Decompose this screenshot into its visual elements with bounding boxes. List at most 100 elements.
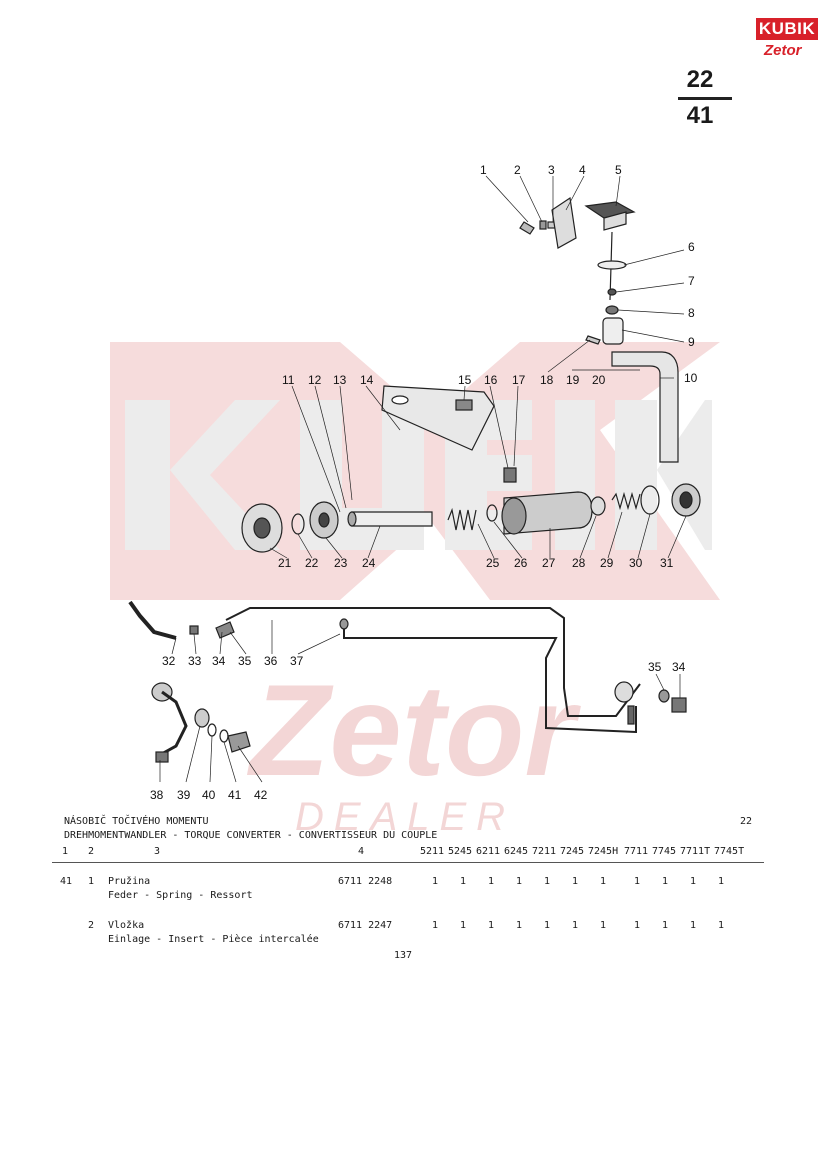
callout-42: 42 xyxy=(254,788,268,800)
exploded-parts-diagram: 1 2 3 4 5 6 7 8 9 10 11 12 13 14 15 16 1… xyxy=(128,163,701,800)
part-spring-25 xyxy=(447,507,477,531)
callout-13: 13 xyxy=(333,373,347,387)
part-piston-28 xyxy=(590,496,606,516)
row-name-cz: Vložka xyxy=(108,920,145,931)
callout-39: 39 xyxy=(177,788,191,800)
logo-kubik-text: KUBIK xyxy=(756,18,818,40)
callout-25: 25 xyxy=(486,556,500,570)
row-part-number: 6711 2248 xyxy=(338,876,393,887)
col-num-4: 4 xyxy=(358,846,365,857)
model-col: 7745T xyxy=(714,846,745,857)
model-col: 5211 xyxy=(420,846,445,857)
callout-21: 21 xyxy=(278,556,292,570)
callout-8: 8 xyxy=(688,306,695,320)
col-num-2: 2 xyxy=(88,846,95,857)
part-pipe-36 xyxy=(225,607,641,717)
table-header-rule xyxy=(52,862,764,863)
callout-12: 12 xyxy=(308,373,322,387)
callout-38: 38 xyxy=(150,788,164,800)
callout-6: 6 xyxy=(688,240,695,254)
model-col: 6211 xyxy=(476,846,501,857)
qty: 1 xyxy=(634,876,641,887)
qty: 1 xyxy=(662,920,669,931)
qty: 1 xyxy=(432,876,439,887)
part-bolt-34b xyxy=(671,697,687,713)
row-position: 2 xyxy=(88,920,95,931)
model-col: 7245H xyxy=(588,846,619,857)
part-link-9 xyxy=(602,317,624,345)
model-col: 7211 xyxy=(532,846,557,857)
part-washer-35b xyxy=(658,689,670,703)
qty: 1 xyxy=(600,876,607,887)
row-part-number: 6711 2247 xyxy=(338,920,393,931)
part-clip-33 xyxy=(189,625,199,635)
qty: 1 xyxy=(662,876,669,887)
model-col: 7245 xyxy=(560,846,585,857)
group-divider xyxy=(678,97,732,100)
column-number-header: 1 2 3 4 xyxy=(62,846,762,858)
callout-1: 1 xyxy=(480,163,487,177)
part-screw-1 xyxy=(519,221,535,235)
callout-18: 18 xyxy=(540,373,554,387)
callout-36: 36 xyxy=(264,654,278,668)
part-shaft-24 xyxy=(351,511,433,527)
callout-15: 15 xyxy=(458,373,472,387)
callout-4: 4 xyxy=(579,163,586,177)
callout-34b: 34 xyxy=(672,660,686,674)
qty: 1 xyxy=(516,876,523,887)
callout-31: 31 xyxy=(660,556,674,570)
callout-24: 24 xyxy=(362,556,376,570)
table-row: 2 Vložka Einlage - Insert - Pièce interc… xyxy=(52,920,772,950)
callout-19: 19 xyxy=(566,373,580,387)
qty: 1 xyxy=(432,920,439,931)
model-col: 6245 xyxy=(504,846,529,857)
qty: 1 xyxy=(460,876,467,887)
row-name-cz: Pružina xyxy=(108,876,151,887)
part-ring-22 xyxy=(291,513,305,535)
callout-35b: 35 xyxy=(648,660,662,674)
qty: 1 xyxy=(718,876,725,887)
qty: 1 xyxy=(690,920,697,931)
part-ring-30 xyxy=(640,485,660,515)
callout-2: 2 xyxy=(514,163,521,177)
callout-30: 30 xyxy=(629,556,643,570)
qty: 1 xyxy=(544,920,551,931)
part-knob-5 xyxy=(584,201,636,219)
qty: 1 xyxy=(488,920,495,931)
callout-37: 37 xyxy=(290,654,304,668)
callout-22: 22 xyxy=(305,556,319,570)
callout-7: 7 xyxy=(688,274,695,288)
part-ring-7 xyxy=(607,288,617,296)
callout-41: 41 xyxy=(228,788,242,800)
part-washer-40 xyxy=(207,723,217,737)
row-name-multi: Feder - Spring - Ressort xyxy=(108,890,253,901)
callout-9: 9 xyxy=(688,335,695,349)
callout-35: 35 xyxy=(238,654,252,668)
callout-5: 5 xyxy=(615,163,622,177)
callout-34: 34 xyxy=(212,654,226,668)
qty: 1 xyxy=(690,876,697,887)
table-title-cz: NÁSOBIČ TOČIVÉHO MOMENTU xyxy=(64,816,209,827)
model-col: 7745 xyxy=(652,846,677,857)
callout-28: 28 xyxy=(572,556,586,570)
callout-32: 32 xyxy=(162,654,176,668)
qty: 1 xyxy=(572,920,579,931)
row-name-multi: Einlage - Insert - Pièce intercalée xyxy=(108,934,319,945)
model-header: 5211 5245 6211 6245 7211 7245 7245H 7711… xyxy=(420,846,760,858)
callout-20: 20 xyxy=(592,373,606,387)
callout-17: 17 xyxy=(512,373,526,387)
qty: 1 xyxy=(488,876,495,887)
qty: 1 xyxy=(634,920,641,931)
part-ring-26 xyxy=(486,504,498,522)
row-col1: 41 xyxy=(60,876,73,887)
model-col: 7711 xyxy=(624,846,649,857)
part-banjo-39 xyxy=(194,708,210,728)
section-number: 22 xyxy=(740,816,753,827)
qty: 1 xyxy=(600,920,607,931)
col-num-3: 3 xyxy=(154,846,161,857)
part-washer-41 xyxy=(219,729,229,743)
callout-40: 40 xyxy=(202,788,216,800)
qty: 1 xyxy=(460,920,467,931)
model-col: 7711T xyxy=(680,846,711,857)
part-plate-15 xyxy=(455,399,473,411)
